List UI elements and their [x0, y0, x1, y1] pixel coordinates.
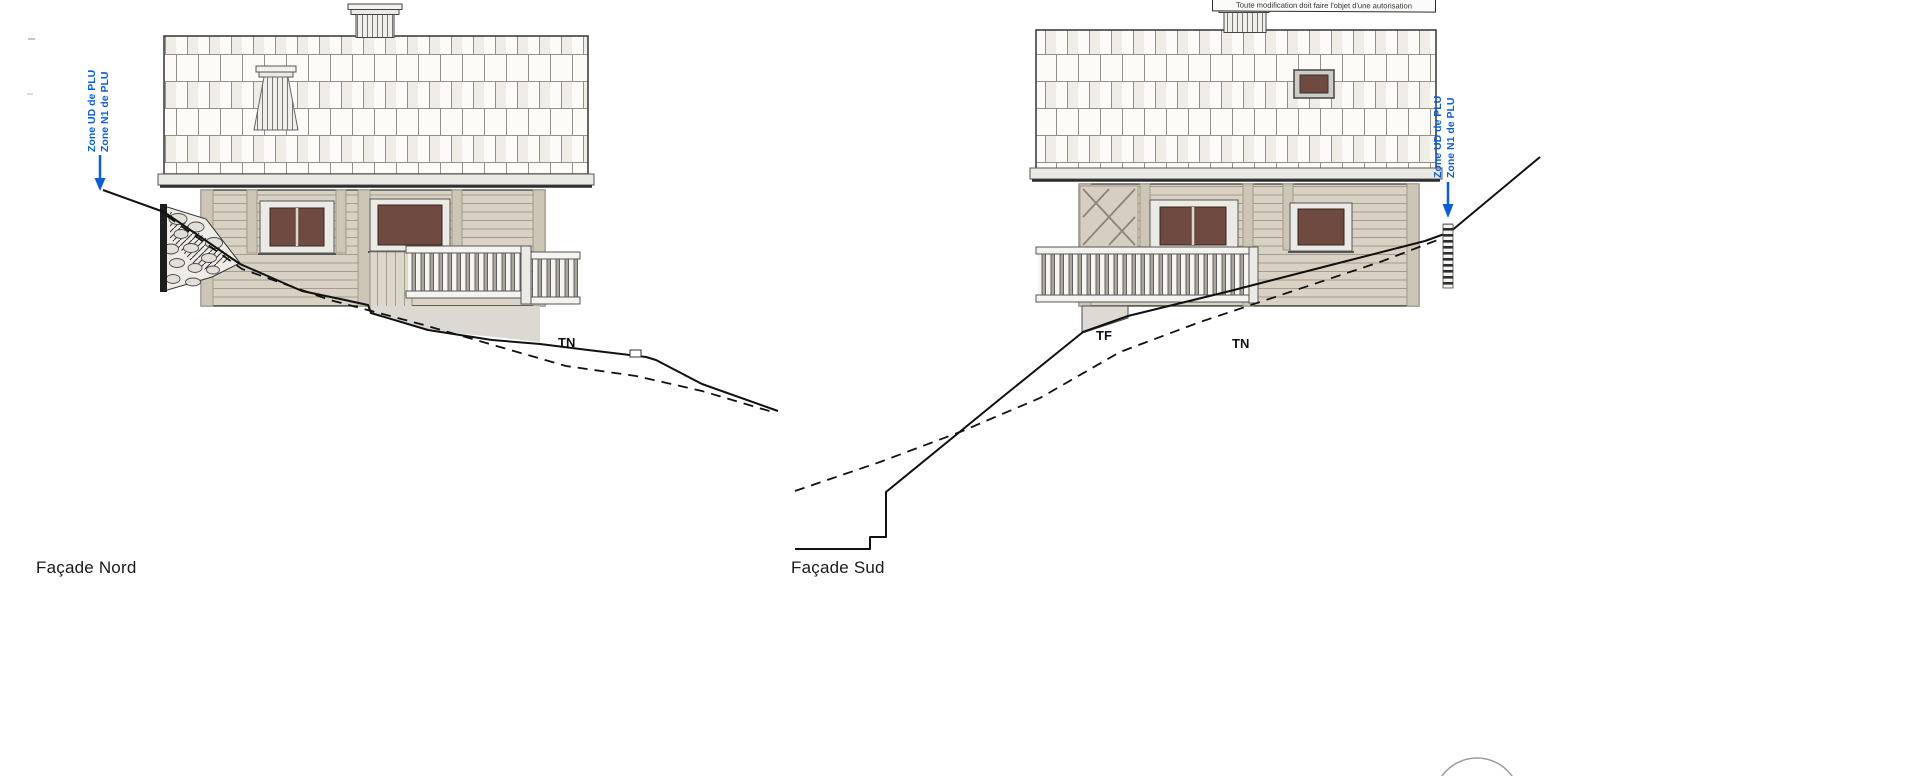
authorization-stamp: Toute modification doit faire l'objet d'… — [1211, 0, 1437, 13]
nord-roof-vent — [253, 65, 299, 131]
sud-zone-line2: Zone N1 de PLU — [1445, 97, 1457, 178]
nord-chimney — [347, 3, 403, 38]
sud-zone-arrow — [1442, 204, 1454, 218]
nord-terrain-marker — [629, 349, 642, 358]
sud-zone-annotation: Zone UD de PLU Zone N1 de PLU — [1432, 96, 1457, 218]
nord-terrain-solid-line — [102, 189, 779, 412]
facade-sud-label: Façade Sud — [791, 558, 885, 577]
sud-boundary-wall-hatch — [1442, 223, 1454, 289]
nord-terrain-dashed-line — [166, 215, 777, 414]
sud-tn-label: TN — [1232, 336, 1249, 351]
sud-zone-line1: Zone UD de PLU — [1432, 96, 1444, 178]
nord-window-left — [258, 200, 336, 255]
nord-base-shading — [372, 306, 540, 342]
facade-sud-drawing: TF TN Zone UD de PLU Zone N1 de PLU — [794, 1, 1541, 550]
sud-roof-window — [1293, 69, 1335, 99]
nord-eave-fascia — [157, 173, 595, 186]
sud-timber-braces — [1079, 185, 1139, 249]
sud-base-pier — [1081, 305, 1129, 334]
sud-window-left — [1148, 199, 1240, 254]
sud-tf-label: TF — [1096, 328, 1112, 343]
nord-zone-line2: Zone N1 de PLU — [99, 71, 111, 152]
nord-zone-line1: Zone UD de PLU — [86, 70, 98, 152]
facade-nord-drawing: TN Zone UD de PLU Zone N1 de PLU — [86, 3, 779, 414]
nord-zone-annotation: Zone UD de PLU Zone N1 de PLU — [86, 70, 111, 191]
nord-tn-label: TN — [558, 335, 575, 350]
sud-terrain-solid-line — [795, 156, 1541, 550]
sud-balcony-railing — [1035, 246, 1259, 304]
nord-zone-arrow — [94, 178, 106, 191]
sud-terrain-dashed-line — [794, 235, 1449, 492]
sud-window-right — [1288, 202, 1354, 253]
facade-nord-label: Façade Nord — [36, 558, 137, 577]
stamp-text: Toute modification doit faire l'objet d'… — [1235, 0, 1412, 11]
nord-window-right — [368, 198, 452, 253]
nord-basement-siding — [369, 251, 413, 311]
sud-roof — [1035, 29, 1437, 171]
nord-roof — [163, 35, 589, 175]
sud-eave-fascia — [1029, 167, 1443, 180]
nord-balcony-railing — [405, 245, 581, 305]
circle-stamp-partial — [1441, 757, 1513, 776]
